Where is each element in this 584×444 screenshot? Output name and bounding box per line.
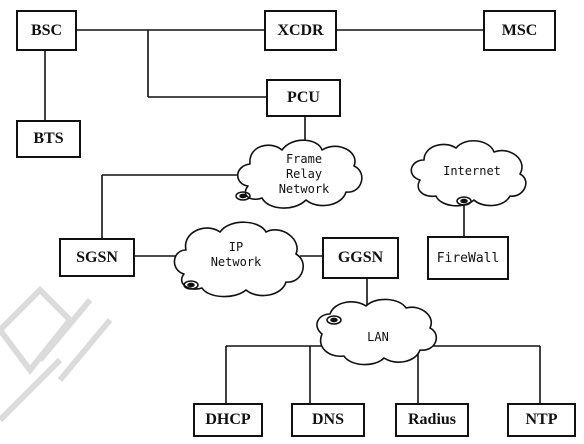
node-dhcp: DHCP [193,403,263,437]
router-icon [183,280,199,290]
node-sgsn: SGSN [59,238,135,277]
node-msc: MSC [483,10,556,51]
node-bsc-label: BSC [30,21,63,39]
node-bts: BTS [16,120,81,158]
cloud-ip-network-label: IP Network [196,240,276,270]
node-dns-label: DNS [311,411,344,428]
node-dns: DNS [291,403,365,437]
cloud-ip-network [173,221,305,298]
cloud-internet [410,140,527,207]
node-xcdr-label: XCDR [277,21,324,39]
cloud-frame-relay-label: Frame Relay Network [264,152,344,197]
node-firewall: FireWall [427,236,509,280]
node-sgsn-label: SGSN [76,248,118,266]
node-ntp: NTP [507,403,576,437]
node-dhcp-label: DHCP [205,411,251,428]
node-bts-label: BTS [33,130,64,147]
router-icon [235,191,251,201]
node-ggsn-label: GGSN [337,249,384,266]
cloud-ip-network-line-1: IP [228,240,244,254]
node-msc-label: MSC [501,21,538,39]
cloud-lan-line-1: LAN [367,330,389,344]
cloud-frame-relay [236,139,363,209]
cloud-internet-line-1: Internet [443,164,501,178]
node-bsc: BSC [16,10,77,51]
node-radius-label: Radius [407,411,457,428]
router-icon [326,315,342,325]
cloud-frame-relay-line-3: Network [278,182,330,196]
node-pcu: PCU [266,79,341,117]
node-xcdr: XCDR [264,10,337,51]
cloud-internet-label: Internet [432,164,512,179]
cloud-ip-network-line-2: Network [210,255,262,269]
cloud-lan-label: LAN [338,330,418,345]
node-firewall-label: FireWall [436,250,500,266]
node-radius: Radius [395,403,469,437]
node-ntp-label: NTP [525,411,558,428]
watermark-mark [0,285,113,423]
cloud-frame-relay-line-1: Frame [285,152,323,166]
router-icon [456,196,472,206]
cloud-frame-relay-line-2: Relay [285,167,323,181]
node-pcu-label: PCU [287,89,320,106]
cloud-lan [316,298,438,366]
node-ggsn: GGSN [322,237,399,279]
